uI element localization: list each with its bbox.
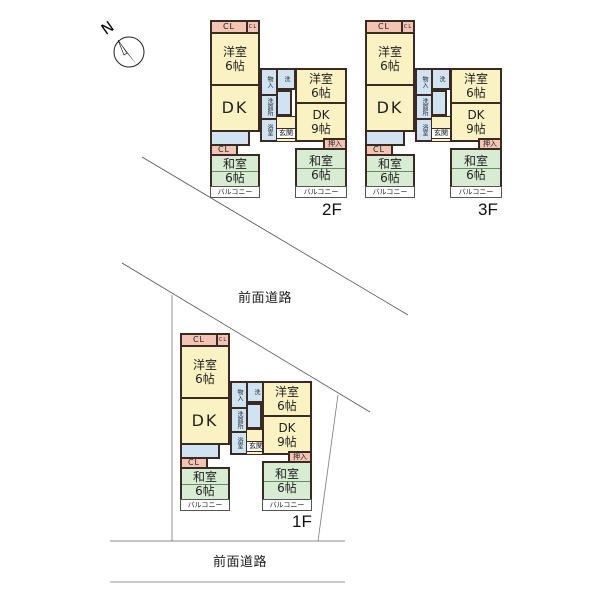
western-room-right: 洋室 6帖 (262, 381, 312, 417)
entrance: 玄関 (431, 128, 451, 139)
room-size: 9帖 (466, 122, 486, 136)
entrance: 玄関 (276, 128, 296, 139)
floor-plan-3f: CL CL 洋室 6帖 DK CL 和室 6帖 バルコニー 物入 洗 洗面所 浴… (365, 20, 505, 202)
oshiire-closet: 押入 (323, 138, 347, 150)
western-room-right: 洋室 6帖 (450, 68, 502, 104)
balcony: バルコニー (180, 499, 230, 511)
room-size: 6帖 (311, 86, 331, 100)
room-size: 6帖 (466, 168, 486, 182)
balcony: バルコニー (365, 186, 415, 198)
toilet-2 (431, 90, 447, 116)
toilet-2 (276, 90, 292, 116)
dk-room-right: DK 9帖 (262, 415, 312, 455)
front-road-label-lower: 前面道路 (213, 555, 268, 570)
floor-label-3f: 3F (478, 200, 498, 219)
room-name: 和室 (463, 154, 488, 168)
room-name: 洋室 (377, 45, 402, 59)
floor-label-2f: 2F (322, 200, 342, 219)
toilet: 洗 (276, 68, 296, 90)
floor-plan-2f: CL CL 洋室 6帖 DK CL 和室 6帖 バルコニー 物入 洗 洗面所 浴… (210, 20, 350, 202)
western-room: 洋室 6帖 (365, 32, 415, 86)
room-name: 洋室 (274, 385, 299, 399)
room-name: 洋室 (463, 72, 488, 86)
room-name: 洋室 (192, 358, 217, 372)
balcony-right: バルコニー (262, 499, 312, 511)
room-size: 9帖 (311, 122, 331, 136)
japanese-room: 和室 6帖 (210, 154, 260, 188)
room-name: 和室 (274, 467, 299, 481)
balcony: バルコニー (210, 186, 260, 198)
western-room: 洋室 6帖 (180, 345, 230, 399)
room-size: 6帖 (311, 168, 331, 182)
japanese-room-right: 和室 6帖 (450, 148, 502, 188)
north-compass: N (98, 17, 145, 71)
japanese-room: 和室 6帖 (365, 154, 415, 188)
toilet-2 (246, 403, 262, 429)
room-size: 6帖 (225, 171, 245, 185)
small-closet: CL (401, 20, 415, 34)
room-name: 和室 (192, 470, 217, 484)
western-room: 洋室 6帖 (210, 32, 260, 86)
dk-room: DK (210, 84, 260, 132)
room-size: 9帖 (277, 435, 297, 449)
room-name: 和室 (377, 157, 402, 171)
room-size: 6帖 (380, 171, 400, 185)
room-size: 6帖 (195, 372, 215, 386)
room-name: 和室 (222, 157, 247, 171)
floor-plan-1f: CL CL 洋室 6帖 DK CL 和室 6帖 バルコニー 物入 洗 洗面所 浴… (180, 333, 320, 515)
dk-room: DK (180, 397, 230, 445)
room-name: DK (278, 421, 296, 435)
toilet: 洗 (431, 68, 451, 90)
balcony-right: バルコニー (450, 186, 502, 198)
room-size: 6帖 (380, 59, 400, 73)
room-size: 6帖 (277, 399, 297, 413)
room-name: 和室 (308, 154, 333, 168)
room-name: 洋室 (308, 72, 333, 86)
floor-label-1f: 1F (292, 512, 312, 531)
front-road-label-upper: 前面道路 (238, 291, 293, 306)
western-room-right: 洋室 6帖 (295, 68, 347, 104)
room-size: 6帖 (466, 86, 486, 100)
dk-room: DK (365, 84, 415, 132)
dk-room-right: DK 9帖 (450, 102, 502, 142)
room-name: DK (467, 108, 485, 122)
dk-room-right: DK 9帖 (295, 102, 347, 142)
room-size: 6帖 (277, 481, 297, 495)
room-size: 6帖 (225, 59, 245, 73)
room-name: DK (191, 411, 219, 430)
japanese-room-right: 和室 6帖 (262, 461, 312, 501)
room-name: DK (376, 98, 404, 117)
room-size: 6帖 (195, 484, 215, 498)
room-name: DK (221, 98, 249, 117)
japanese-room: 和室 6帖 (180, 467, 230, 501)
room-name: 洋室 (222, 45, 247, 59)
north-arrow-icon (113, 36, 145, 68)
room-name: DK (312, 108, 330, 122)
balcony-right: バルコニー (295, 186, 347, 198)
japanese-room-right: 和室 6帖 (295, 148, 347, 188)
